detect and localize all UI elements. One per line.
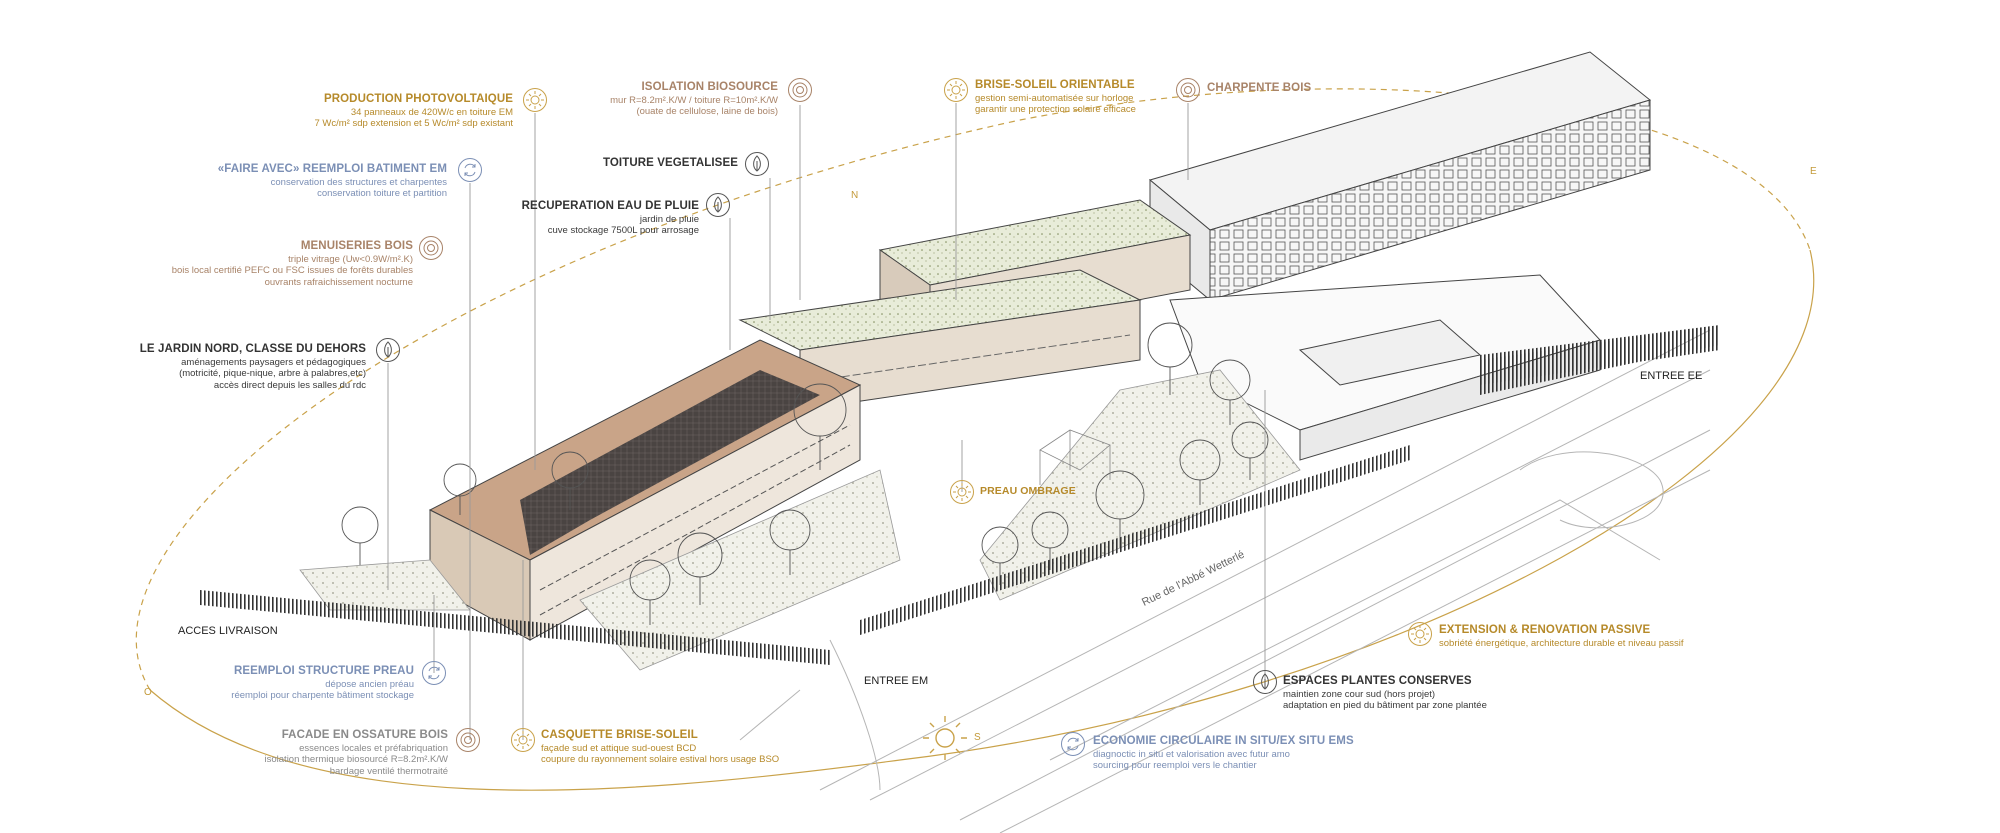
annotation-title: LE JARDIN NORD, CLASSE DU DEHORS bbox=[139, 343, 366, 355]
sun-icon bbox=[523, 88, 547, 112]
sun-symbol bbox=[923, 716, 967, 760]
label-entree-em: ENTREE EM bbox=[864, 675, 929, 687]
annotation-line: (ouate de cellulose, laine de bois) bbox=[636, 106, 778, 118]
wood-ring-icon bbox=[788, 78, 812, 102]
annotation-line: isolation thermique biosourcé R=8.2m².K/… bbox=[264, 754, 448, 766]
annotation-title: «FAIRE AVEC» REEMPLOI BATIMENT EM bbox=[217, 163, 447, 175]
annotation-preau: PREAU OMBRAGE bbox=[980, 485, 1140, 498]
sun-icon bbox=[511, 728, 535, 752]
annotation-line: mur R=8.2m².K/W / toiture R=10m².K/W bbox=[610, 94, 778, 106]
sun-icon bbox=[950, 480, 974, 504]
preau-ombrage-structure bbox=[1039, 429, 1111, 485]
west-building bbox=[428, 339, 862, 641]
recycle-icon bbox=[422, 661, 446, 685]
annotation-title: MENUISERIES BOIS bbox=[300, 240, 413, 252]
annotation-title: PREAU OMBRAGE bbox=[980, 485, 1076, 497]
annotation-title: ECONOMIE CIRCULAIRE IN SITU/EX SITU EMS bbox=[1093, 735, 1354, 747]
label-acces-livraison: ACCES LIVRAISON bbox=[178, 625, 278, 637]
annotation-title: REEMPLOI STRUCTURE PREAU bbox=[233, 665, 414, 677]
annotation-line: triple vitrage (Uw<0.9W/m².K) bbox=[288, 253, 413, 265]
annotation-line: sourcing pour reemploi vers le chantier bbox=[1093, 760, 1257, 772]
annotation-line: cuve stockage 7500L pour arrosage bbox=[547, 225, 699, 237]
annotation-title: FACADE EN OSSATURE BOIS bbox=[281, 729, 448, 741]
annotation-title: RECUPERATION EAU DE PLUIE bbox=[521, 200, 699, 212]
annotation-title: BRISE-SOLEIL ORIENTABLE bbox=[975, 79, 1135, 91]
annotation-line: bois local certifié PEFC ou FSC issues d… bbox=[171, 265, 413, 277]
annotation-title: ISOLATION BIOSOURCE bbox=[641, 81, 778, 93]
annotation-jardin-nord: LE JARDIN NORD, CLASSE DU DEHORS aménage… bbox=[66, 343, 366, 391]
site-ellipse bbox=[135, 88, 1815, 791]
annotation-economie: ECONOMIE CIRCULAIRE IN SITU/EX SITU EMS … bbox=[1093, 735, 1393, 772]
annotation-line: accès direct depuis les salles du rdc bbox=[213, 379, 366, 391]
compass-south: S bbox=[974, 732, 981, 743]
annotation-line: 34 panneaux de 420W/c en toiture EM bbox=[350, 106, 513, 118]
compass-east: E bbox=[1810, 166, 1817, 177]
annotation-isolation: ISOLATION BIOSOURCE mur R=8.2m².K/W / to… bbox=[478, 81, 778, 118]
annotation-faire-avec: «FAIRE AVEC» REEMPLOI BATIMENT EM conser… bbox=[127, 163, 447, 200]
sun-icon bbox=[1408, 622, 1432, 646]
planted-zones bbox=[299, 369, 1301, 671]
annotation-line: réemploi pour charpente bâtiment stockag… bbox=[231, 690, 414, 702]
recycle-icon bbox=[458, 158, 482, 182]
annotation-title: PRODUCTION PHOTOVOLTAIQUE bbox=[323, 93, 513, 105]
wood-ring-icon bbox=[419, 236, 443, 260]
wood-ring-icon bbox=[1176, 78, 1200, 102]
annotation-line: coupure du rayonnement solaire estival h… bbox=[541, 754, 780, 766]
annotation-brise-soleil: BRISE-SOLEIL ORIENTABLE gestion semi-aut… bbox=[975, 79, 1255, 116]
leaf-icon bbox=[1253, 670, 1277, 694]
annotation-line: bardage ventilé thermotraité bbox=[329, 765, 448, 777]
annotation-facade: FACADE EN OSSATURE BOIS essences locales… bbox=[148, 729, 448, 777]
annotation-title: CHARPENTE BOIS bbox=[1207, 82, 1312, 94]
annotation-line: 7 Wc/m² sdp extension et 5 Wc/m² sdp exi… bbox=[314, 118, 513, 130]
annotation-menuiseries: MENUISERIES BOIS triple vitrage (Uw<0.9W… bbox=[113, 240, 413, 288]
wood-ring-icon bbox=[456, 728, 480, 752]
annotation-photovoltaique: PRODUCTION PHOTOVOLTAIQUE 34 panneaux de… bbox=[173, 93, 513, 130]
annotation-title: EXTENSION & RENOVATION PASSIVE bbox=[1439, 624, 1651, 636]
leaf-icon bbox=[376, 338, 400, 362]
central-extension bbox=[738, 199, 1192, 411]
annotation-line: conservation toiture et partition bbox=[317, 188, 447, 200]
annotation-charpente: CHARPENTE BOIS bbox=[1207, 82, 1407, 96]
sun-icon bbox=[944, 78, 968, 102]
leaf-icon bbox=[706, 193, 730, 217]
annotation-line: dépose ancien préau bbox=[325, 678, 414, 690]
annotation-line: aménagements paysagers et pédagogiques bbox=[181, 356, 366, 368]
fences bbox=[200, 325, 1720, 665]
annotation-title: TOITURE VEGETALISEE bbox=[602, 157, 738, 169]
compass-west: O bbox=[144, 687, 152, 698]
annotation-casquette: CASQUETTE BRISE-SOLEIL façade sud et att… bbox=[541, 729, 861, 766]
leader-lines bbox=[387, 103, 1266, 740]
annotation-eau-pluie: RECUPERATION EAU DE PLUIE jardin de plui… bbox=[439, 200, 699, 237]
annotation-line: maintien zone cour sud (hors projet) bbox=[1283, 688, 1436, 700]
annotation-line: adaptation en pied du bâtiment par zone … bbox=[1283, 700, 1487, 712]
annotation-line: ouvrants rafraichissement nocturne bbox=[264, 276, 413, 288]
annotation-line: façade sud et attique sud-ouest BCD bbox=[541, 742, 697, 754]
annotation-line: garantir une protection solaire efficace bbox=[975, 104, 1136, 116]
leaf-icon bbox=[745, 152, 769, 176]
annotation-line: jardin de pluie bbox=[639, 213, 699, 225]
annotation-line: diagnoctic in situ et valorisation avec … bbox=[1093, 748, 1290, 760]
annotation-line: (motricité, pique-nique, arbre à palabre… bbox=[179, 368, 366, 380]
annotation-toiture: TOITURE VEGETALISEE bbox=[518, 157, 738, 171]
annotation-title: CASQUETTE BRISE-SOLEIL bbox=[541, 729, 698, 741]
annotation-line: conservation des structures et charpente… bbox=[270, 176, 447, 188]
label-entree-ee: ENTREE EE bbox=[1640, 370, 1703, 382]
annotation-line: sobriété énergétique, architecture durab… bbox=[1439, 637, 1684, 649]
annotation-title: ESPACES PLANTES CONSERVES bbox=[1283, 675, 1472, 687]
recycle-icon bbox=[1061, 732, 1085, 756]
annotation-line: gestion semi-automatisée sur horloge bbox=[975, 92, 1134, 104]
annotation-line: essences locales et préfabriquation bbox=[299, 742, 448, 754]
annotation-reemploi-preau: REEMPLOI STRUCTURE PREAU dépose ancien p… bbox=[134, 665, 414, 702]
trees bbox=[341, 322, 1269, 625]
compass-north: N bbox=[851, 190, 859, 201]
annotation-extension: EXTENSION & RENOVATION PASSIVE sobriété … bbox=[1439, 624, 1779, 649]
annotation-espaces: ESPACES PLANTES CONSERVES maintien zone … bbox=[1283, 675, 1603, 712]
